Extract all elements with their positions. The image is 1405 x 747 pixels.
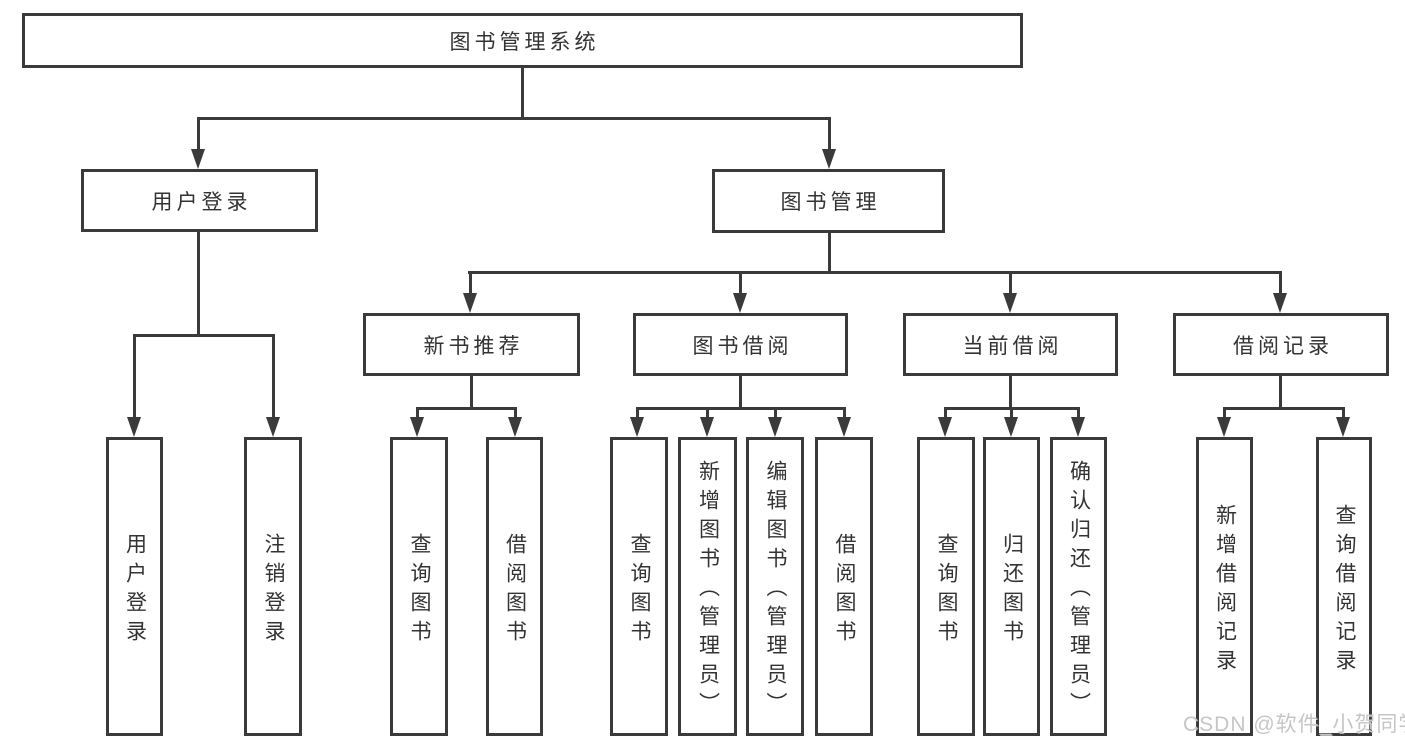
arrowhead-down-icon bbox=[508, 417, 522, 437]
connector-line bbox=[1342, 407, 1345, 420]
connector-line bbox=[1223, 407, 1344, 410]
leaf-add-borrow-record-label: 新增借阅记录 bbox=[1213, 503, 1237, 678]
connector-line bbox=[1279, 271, 1282, 295]
connector-line bbox=[416, 407, 419, 420]
leaf-borrow-books-label: 借阅图书 bbox=[833, 532, 856, 649]
connector-line bbox=[828, 117, 831, 151]
arrowhead-down-icon bbox=[191, 149, 205, 169]
leaf-return-books: 归还图书 bbox=[983, 437, 1040, 736]
connector-line bbox=[514, 407, 517, 420]
node-new-book-recommend: 新书推荐 bbox=[363, 313, 580, 376]
arrowhead-down-icon bbox=[266, 417, 280, 437]
arrowhead-down-icon bbox=[1336, 417, 1350, 437]
leaf-borrow-books-recommend: 借阅图书 bbox=[486, 437, 543, 736]
node-book-management-label: 图书管理 bbox=[780, 191, 881, 214]
leaf-query-borrow-record-label: 查询借阅记录 bbox=[1333, 503, 1356, 678]
arrowhead-down-icon bbox=[768, 417, 782, 437]
connector-line bbox=[636, 407, 845, 410]
node-book-borrow: 图书借阅 bbox=[633, 313, 848, 376]
arrowhead-down-icon bbox=[1003, 293, 1017, 313]
leaf-add-book-admin: 新增图书（管理员） bbox=[678, 437, 737, 736]
connector-line bbox=[1009, 271, 1012, 295]
connector-line bbox=[774, 407, 777, 420]
connector-line bbox=[828, 233, 831, 274]
csdn-watermark: CSDN @软件_小贺同学 bbox=[1183, 713, 1405, 736]
node-new-book-recommend-label: 新书推荐 bbox=[423, 334, 524, 358]
leaf-query-books-recommend-label: 查询图书 bbox=[408, 532, 431, 649]
leaf-query-books-current: 查询图书 bbox=[917, 437, 975, 736]
node-borrow-records: 借阅记录 bbox=[1173, 313, 1389, 376]
leaf-query-books-recommend: 查询图书 bbox=[390, 437, 448, 736]
connector-line bbox=[843, 407, 846, 420]
arrowhead-down-icon bbox=[733, 293, 747, 313]
connector-line bbox=[468, 271, 1282, 274]
connector-line bbox=[416, 407, 517, 410]
arrowhead-down-icon bbox=[837, 417, 851, 437]
connector-line bbox=[197, 232, 200, 336]
connector-line bbox=[272, 334, 275, 419]
arrowhead-down-icon bbox=[700, 417, 714, 437]
node-user-login-label: 用户登录 bbox=[151, 190, 252, 214]
leaf-logout-login: 注销登录 bbox=[244, 437, 302, 736]
leaf-query-books-current-label: 查询图书 bbox=[935, 532, 958, 649]
leaf-add-book-admin-label: 新增图书（管理员） bbox=[696, 460, 720, 721]
leaf-confirm-return-admin-label: 确认归还（管理员） bbox=[1067, 460, 1091, 721]
connector-line bbox=[133, 334, 136, 419]
node-root: 图书管理系统 bbox=[22, 13, 1023, 68]
connector-line bbox=[1279, 376, 1282, 409]
arrowhead-down-icon bbox=[127, 417, 141, 437]
connector-line bbox=[1223, 407, 1226, 420]
arrowhead-down-icon bbox=[410, 417, 424, 437]
arrowhead-down-icon bbox=[1071, 417, 1085, 437]
node-borrow-records-label: 借阅记录 bbox=[1233, 334, 1333, 358]
leaf-logout-login-label: 注销登录 bbox=[262, 532, 285, 649]
arrowhead-down-icon bbox=[1004, 417, 1018, 437]
leaf-add-borrow-record: 新增借阅记录 bbox=[1196, 437, 1253, 736]
arrowhead-down-icon bbox=[1273, 293, 1287, 313]
connector-line bbox=[521, 68, 524, 117]
connector-line bbox=[197, 117, 831, 120]
connector-line bbox=[470, 376, 473, 409]
connector-line bbox=[739, 376, 742, 409]
connector-line bbox=[1077, 407, 1080, 420]
node-current-borrow: 当前借阅 bbox=[903, 313, 1118, 376]
node-user-login: 用户登录 bbox=[81, 169, 318, 232]
connector-line bbox=[1010, 407, 1013, 420]
connector-line bbox=[133, 334, 274, 337]
node-root-label: 图书管理系统 bbox=[449, 30, 600, 54]
leaf-query-books-borrow: 查询图书 bbox=[610, 437, 668, 736]
arrowhead-down-icon bbox=[938, 417, 952, 437]
leaf-edit-book-admin: 编辑图书（管理员） bbox=[746, 437, 804, 736]
leaf-query-books-borrow-label: 查询图书 bbox=[628, 532, 651, 649]
leaf-user-login-label: 用户登录 bbox=[123, 532, 147, 649]
arrowhead-down-icon bbox=[463, 293, 477, 313]
leaf-user-login: 用户登录 bbox=[106, 437, 163, 736]
arrowhead-down-icon bbox=[630, 417, 644, 437]
connector-line bbox=[197, 117, 200, 151]
leaf-edit-book-admin-label: 编辑图书（管理员） bbox=[764, 460, 787, 721]
leaf-return-books-label: 归还图书 bbox=[1000, 532, 1024, 649]
leaf-borrow-books-recommend-label: 借阅图书 bbox=[503, 532, 527, 649]
connector-line bbox=[469, 271, 472, 295]
leaf-query-borrow-record: 查询借阅记录 bbox=[1316, 437, 1372, 736]
connector-line bbox=[636, 407, 639, 420]
connector-line bbox=[1009, 376, 1012, 409]
leaf-borrow-books: 借阅图书 bbox=[815, 437, 873, 736]
node-book-borrow-label: 图书借阅 bbox=[692, 334, 793, 358]
connector-line bbox=[944, 407, 947, 420]
node-book-management: 图书管理 bbox=[712, 169, 945, 233]
connector-line bbox=[706, 407, 709, 420]
leaf-confirm-return-admin: 确认归还（管理员） bbox=[1050, 437, 1107, 736]
node-current-borrow-label: 当前借阅 bbox=[962, 334, 1063, 358]
arrowhead-down-icon bbox=[822, 149, 836, 169]
arrowhead-down-icon bbox=[1217, 417, 1231, 437]
connector-line bbox=[739, 271, 742, 295]
